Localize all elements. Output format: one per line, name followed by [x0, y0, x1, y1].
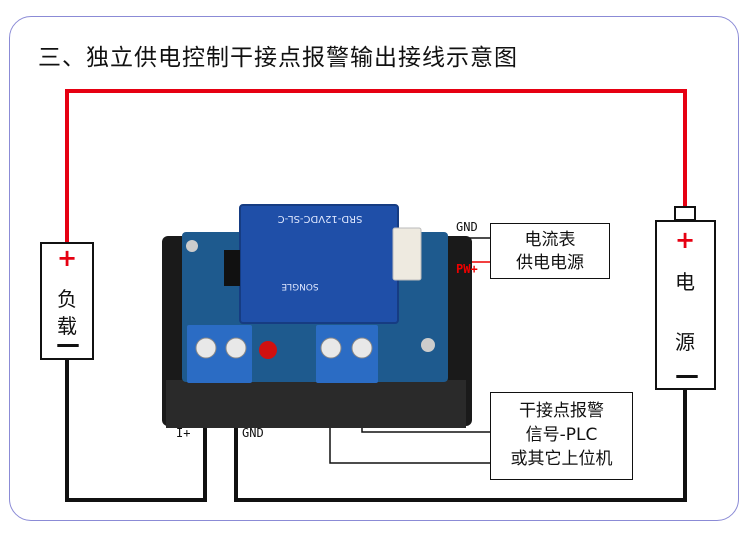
module-bezel — [166, 380, 466, 428]
alarm-line-1: 干接点报警 — [519, 401, 604, 421]
red-wire — [65, 89, 687, 242]
load-box — [40, 242, 94, 360]
meter-power-box — [490, 223, 610, 279]
diagram-frame — [9, 16, 739, 521]
load-label-2: 载 — [57, 314, 77, 338]
meter-power-line-2: 供电电源 — [516, 253, 584, 273]
alarm-line-3: 或其它上位机 — [510, 449, 613, 469]
gnd-terminal-label: GND — [242, 426, 264, 440]
power-minus-sign: — — [675, 361, 699, 389]
led-icon — [259, 341, 277, 359]
diagram-title: 三、独立供电控制干接点报警输出接线示意图 — [38, 45, 518, 71]
screw-icon — [195, 337, 217, 359]
load-plus-sign: + — [57, 244, 78, 272]
power-supply-terminal — [674, 206, 696, 221]
relay-brand-text: SONGLE — [281, 281, 319, 291]
load-minus-sign: — — [56, 330, 80, 358]
relay-model-text: SRD-12VDC-SL-C — [278, 213, 363, 224]
gnd-supply-label: GND — [456, 220, 478, 234]
power-supply-box — [655, 220, 716, 390]
screw-icon — [351, 337, 373, 359]
power-label-1: 电 — [675, 270, 695, 294]
power-label-2: 源 — [675, 330, 695, 354]
alarm-output-box — [490, 392, 633, 480]
jumper-header — [224, 250, 240, 286]
i-plus-label: I+ — [176, 426, 191, 440]
power-plus-sign: + — [675, 226, 696, 254]
screw-icon — [225, 337, 247, 359]
mount-hole-icon — [421, 338, 435, 352]
alarm-line-2: 信号-PLC — [525, 425, 598, 445]
screw-icon — [320, 337, 342, 359]
mount-hole-icon — [186, 240, 198, 252]
meter-module: SRD-12VDC-SL-C SONGLE — [162, 204, 472, 428]
pw-plus-label: PW+ — [456, 262, 478, 276]
load-label-1: 负 — [57, 287, 77, 311]
supply-connector — [392, 227, 422, 281]
meter-power-line-1: 电流表 — [524, 230, 576, 250]
